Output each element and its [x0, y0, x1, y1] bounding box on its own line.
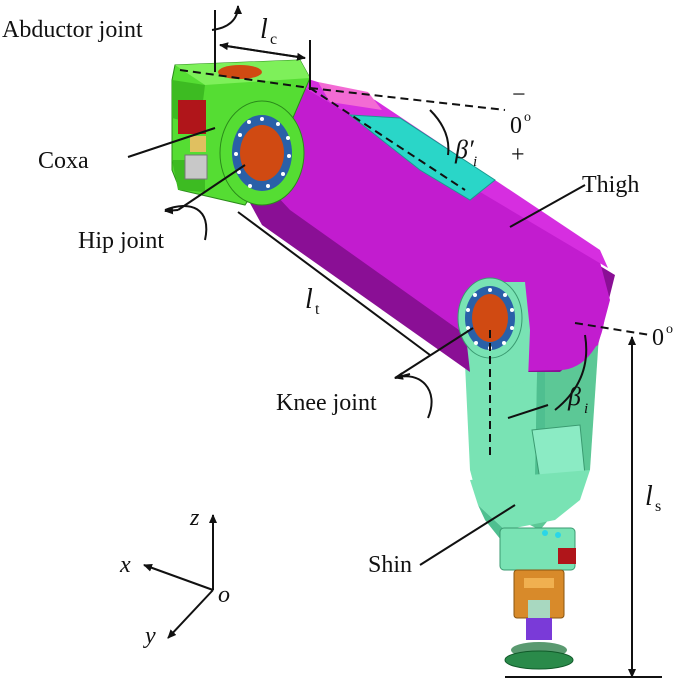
beta-prime-arc [429, 109, 450, 156]
coxa-red-motor [178, 100, 206, 134]
z-axis-label: z [189, 505, 200, 531]
coxa-washer [184, 154, 208, 180]
coxa-leader [127, 127, 216, 158]
y-axis [167, 589, 214, 639]
thigh-label: Thigh [582, 172, 639, 198]
ls-symbol: l [645, 481, 653, 512]
beta-subscript: i [584, 401, 588, 417]
degree-mark-top: o [524, 110, 531, 125]
shin-label: Shin [368, 552, 412, 578]
beta-pointer [507, 404, 549, 419]
lt-subscript: t [315, 301, 320, 318]
text-labels: Abductor joint Coxa Hip joint Thigh Knee… [2, 14, 673, 649]
beta-prime-symbol: β′ [454, 135, 474, 164]
beta-prime-subscript: i [473, 154, 477, 170]
knee-leader [394, 327, 474, 379]
knee-rotation-arrow [394, 372, 411, 380]
plus-sign: + [511, 142, 525, 168]
beta-symbol: β [567, 382, 581, 411]
knee-rotation-arc [394, 375, 433, 419]
foot-purple-part [526, 618, 552, 640]
coxa-link [171, 59, 311, 206]
thigh-leader [509, 184, 586, 228]
annotations [127, 5, 662, 678]
shin-bolt [555, 532, 561, 538]
foot-actuator-highlight [524, 578, 554, 588]
degree-mark-knee: o [666, 322, 673, 337]
lc-symbol: l [260, 14, 268, 45]
coxa-centerline [179, 69, 311, 89]
lt-symbol: l [305, 284, 313, 315]
x-axis-label: x [119, 552, 131, 578]
thigh-knee-end [515, 250, 605, 370]
hip-joint-label: Hip joint [78, 228, 164, 254]
thigh-centerline-upper [309, 87, 466, 191]
knee-joint-assembly [457, 277, 530, 390]
hip-rotation-arrow [164, 206, 179, 215]
minus-sign: − [512, 82, 526, 108]
lt-dimension-line [237, 211, 431, 356]
coxa-gear [190, 136, 206, 152]
shin-red-block [558, 548, 576, 564]
lc-dimension-arrow-back [219, 42, 306, 59]
abductor-hub [218, 65, 262, 79]
shin-leader [419, 504, 516, 566]
zero-degree-top: 0 [510, 113, 522, 139]
y-axis-label: y [143, 623, 156, 649]
foot-window [528, 600, 550, 618]
hip-bolts [234, 117, 291, 188]
thigh-pink-panel [318, 82, 382, 110]
thigh-cyan-panel [348, 114, 496, 201]
zero-reference-top [309, 87, 506, 111]
coxa-label: Coxa [38, 148, 89, 174]
lc-subscript: c [270, 31, 277, 48]
beta-arc [554, 334, 588, 411]
abductor-rotation-arrow [211, 5, 242, 31]
foot-pad [504, 650, 574, 670]
hip-leader [177, 164, 246, 211]
shin-bolt [542, 530, 548, 536]
x-axis [143, 563, 214, 591]
knee-hub [472, 294, 508, 342]
zero-degree-knee: 0 [652, 325, 664, 351]
abductor-joint-label: Abductor joint [2, 17, 143, 43]
origin-label: o [218, 582, 230, 608]
knee-joint-label: Knee joint [276, 390, 377, 416]
ls-subscript: s [655, 498, 661, 515]
hip-hub [240, 125, 284, 181]
shin-taper-shade [478, 505, 505, 545]
knee-bolts [466, 288, 514, 350]
